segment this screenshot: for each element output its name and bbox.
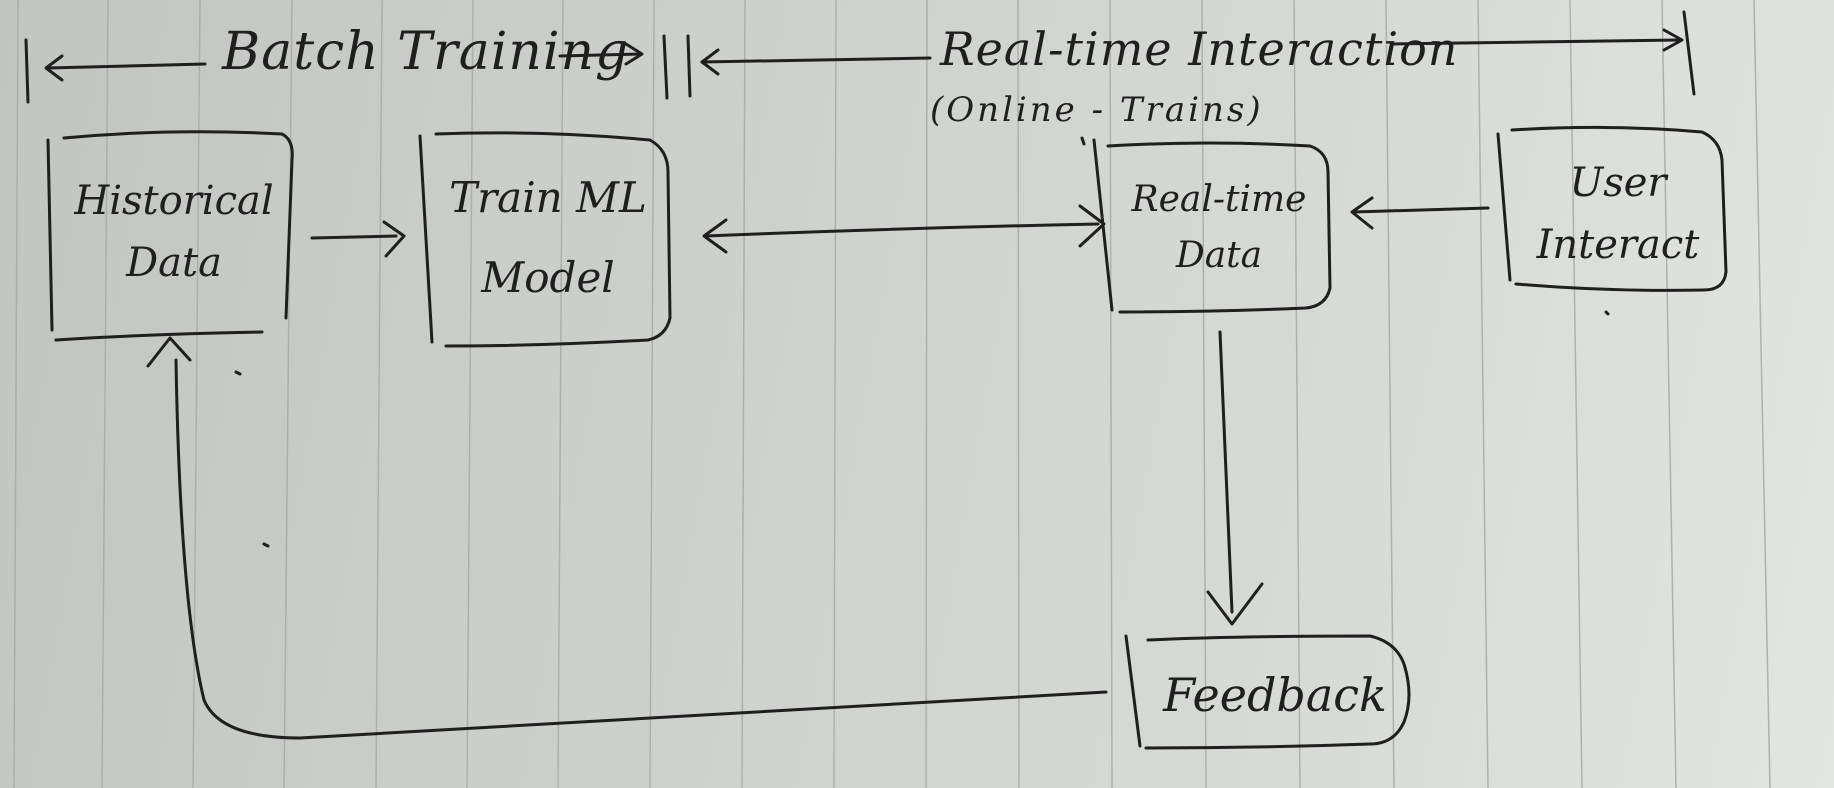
arrow-feedback-to-historical [146,336,1108,740]
user-interact-line2: Interact [1536,222,1700,268]
realtime-data-label: Real-time Data [1112,172,1326,284]
historical-data-box [46,130,294,342]
realtime-data-line1: Real-time [1131,179,1307,220]
user-interact-line1: User [1569,160,1667,206]
online-training-label: (Online - Trains) [930,90,1264,130]
historical-data-label: Historical Data [60,170,288,294]
historical-data-line2: Data [126,240,222,286]
pen-dots [234,136,1610,548]
realtime-data-line2: Data [1175,234,1263,276]
train-ml-model-line1: Train ML [449,173,647,222]
train-ml-model-box [418,131,672,348]
feedback-line1: Feedback [1163,668,1387,722]
feedback-label: Feedback [1150,660,1400,731]
arrow-historical-to-train [310,220,406,258]
batch-training-label: Batch Training [222,22,630,82]
realtime-interaction-span [686,10,1696,98]
train-ml-model-label: Train ML Model [430,158,666,318]
arrow-train-realtime-bidirectional [702,204,1106,254]
train-ml-model-line2: Model [481,252,615,302]
arrow-realtime-to-feedback [1206,330,1264,626]
realtime-interaction-label: Real-time Interaction [940,22,1459,76]
feedback-box [1124,634,1411,750]
batch-training-span [24,34,669,104]
arrow-user-to-realtime [1350,196,1490,230]
user-interact-label: User Interact [1514,152,1722,276]
historical-data-line1: Historical [74,178,274,224]
user-interact-box [1496,125,1728,292]
